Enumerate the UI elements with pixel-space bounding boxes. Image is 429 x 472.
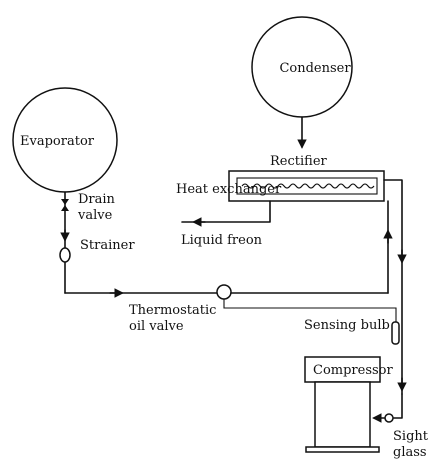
compressor-label: Compressor	[313, 363, 393, 378]
heat-exchanger-coil	[241, 183, 375, 189]
rectifier-label: Rectifier	[270, 154, 328, 169]
thermostatic-oil-valve-label-line2: oil valve	[129, 319, 184, 334]
compressor-suction-line	[383, 179, 403, 395]
sight-glass-label-line1: Sight	[393, 429, 429, 444]
compressor-base	[305, 446, 380, 453]
liquid-freon-label: Liquid freon	[181, 233, 263, 248]
strainer-label: Strainer	[80, 238, 135, 253]
heat-exchanger-label: Heat exchanger	[176, 182, 282, 197]
heat-exchanger-coil-housing	[236, 177, 378, 195]
condenser-label: Condenser	[279, 61, 351, 76]
drain-valve-label-line2: valve	[77, 208, 113, 223]
drain-valve-label-line1: Drain	[78, 192, 116, 207]
compressor-body	[314, 381, 371, 448]
thermostatic-oil-valve-symbol	[216, 284, 232, 300]
sensing-bulb-label: Sensing bulb	[304, 318, 390, 333]
thermostatic-oil-valve-label-line1: Thermostatic	[129, 303, 216, 318]
evaporator-label: Evaporator	[20, 134, 95, 149]
sight-glass-line	[390, 393, 403, 419]
drain-valve-symbol	[61, 199, 69, 211]
sight-glass-symbol	[384, 413, 394, 423]
rectifier-shell	[228, 170, 385, 202]
liquid-freon-line	[181, 200, 271, 223]
strainer-symbol	[59, 247, 71, 263]
sensing-bulb-capillary	[223, 299, 397, 322]
sight-glass-label-line2: glass	[393, 445, 427, 460]
sensing-bulb-symbol	[391, 321, 400, 345]
